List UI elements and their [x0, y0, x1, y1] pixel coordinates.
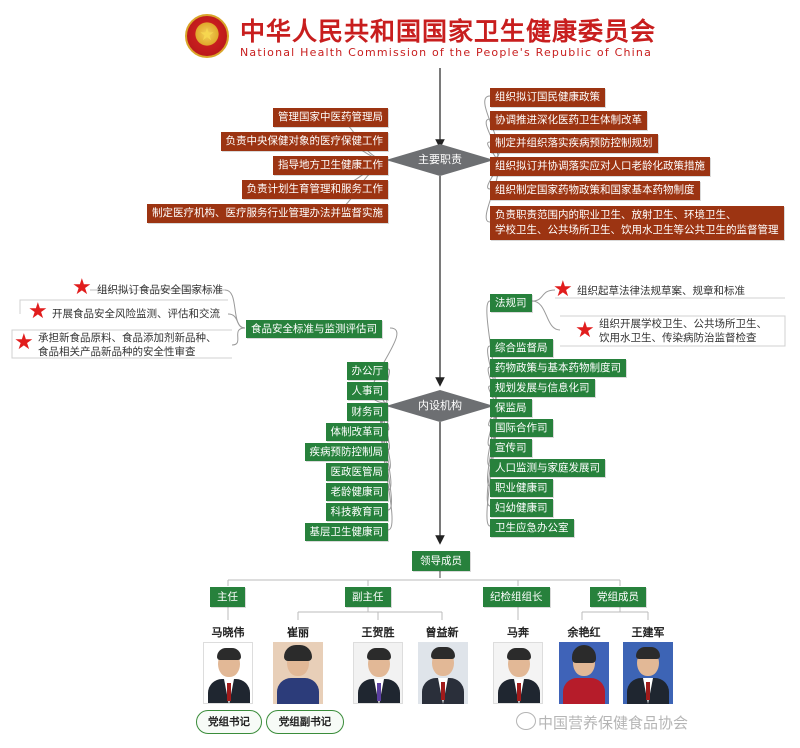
duty-left-2: 负责中央保健对象的医疗保健工作 [220, 132, 388, 151]
person-name-2: 崔丽 [287, 626, 309, 639]
star-icon: ★ [553, 277, 573, 302]
portrait-photo [203, 642, 253, 704]
party-role-secretary: 党组书记 [196, 710, 262, 734]
portrait-photo [353, 642, 403, 704]
role-party-member: 党组成员 [590, 587, 646, 607]
duty-right-6: 负责职责范围内的职业卫生、放射卫生、环境卫生、 学校卫生、公共场所卫生、饮用水卫… [490, 206, 784, 240]
dept-left-9: 基层卫生健康司 [304, 523, 388, 541]
portrait-photo [418, 642, 468, 704]
dept-right-7: 人口监测与家庭发展司 [490, 459, 605, 477]
food-note-4: 食品相关产品新品种的安全性审查 [38, 346, 196, 358]
duty-left-5: 制定医疗机构、医疗服务行业管理办法并监督实施 [147, 204, 388, 223]
dept-left-1: 办公厅 [346, 362, 388, 380]
food-note-1: 组织拟订食品安全国家标准 [97, 284, 223, 296]
star-icon: ★ [575, 318, 595, 343]
duty-right-6-line2: 学校卫生、公共场所卫生、饮用水卫生等公共卫生的监督管理 [495, 224, 779, 236]
dept-right-2: 药物政策与基本药物制度司 [490, 359, 626, 377]
national-emblem-icon: ★ [185, 14, 229, 58]
star-icon: ★ [28, 299, 48, 324]
portrait-photo [493, 642, 543, 704]
person-name-1: 马晓伟 [211, 626, 245, 639]
duty-right-5: 组织制定国家药物政策和国家基本药物制度 [490, 181, 700, 200]
duty-left-4: 负责计划生育管理和服务工作 [241, 180, 388, 199]
dept-left-5: 疾病预防控制局 [304, 443, 388, 461]
portrait-photo [559, 642, 609, 704]
duty-right-4: 组织拟订并协调落实应对人口老龄化政策措施 [490, 157, 710, 176]
dept-right-4: 保监局 [490, 399, 532, 417]
star-icon: ★ [14, 330, 34, 355]
role-discipline-head: 纪检组组长 [483, 587, 550, 607]
watermark: 中国营养保健食品协会 [538, 714, 689, 732]
duty-right-1: 组织拟订国民健康政策 [490, 88, 605, 107]
dept-right-10: 卫生应急办公室 [490, 519, 574, 537]
duty-left-3: 指导地方卫生健康工作 [273, 156, 388, 175]
role-director: 主任 [210, 587, 245, 607]
dept-left-2: 人事司 [346, 382, 388, 400]
portrait-photo [623, 642, 673, 704]
person-name-4: 曾益新 [425, 626, 459, 639]
duty-right-2: 协调推进深化医药卫生体制改革 [490, 111, 647, 130]
dept-right-1: 综合监督局 [490, 339, 553, 357]
law-note-2: 组织开展学校卫生、公共场所卫生、 [599, 318, 767, 330]
law-note-1: 组织起草法律法规草案、规章和标准 [577, 285, 745, 297]
dept-right-9: 妇幼健康司 [490, 499, 553, 517]
dept-right-6: 宣传司 [490, 439, 532, 457]
role-deputy-director: 副主任 [345, 587, 391, 607]
person-name-6: 余艳红 [567, 626, 601, 639]
food-note-3: 承担新食品原料、食品添加剂新品种、 [38, 332, 217, 344]
star-icon: ★ [72, 275, 92, 300]
dept-right-8: 职业健康司 [490, 479, 553, 497]
wechat-icon [516, 712, 536, 730]
dept-left-8: 科技教育司 [325, 503, 388, 521]
dept-legal: 法规司 [490, 294, 532, 312]
dept-food-safety: 食品安全标准与监测评估司 [246, 320, 382, 338]
duty-left-1: 管理国家中医药管理局 [273, 108, 388, 127]
dept-left-4: 体制改革司 [325, 423, 388, 441]
page-subtitle-en: National Health Commission of the People… [240, 46, 653, 59]
dept-left-6: 医政医管局 [325, 463, 388, 481]
duty-right-6-line1: 负责职责范围内的职业卫生、放射卫生、环境卫生、 [495, 209, 737, 221]
food-note-2: 开展食品安全风险监测、评估和交流 [52, 308, 220, 320]
duty-right-3: 制定并组织落实疾病预防控制规划 [490, 134, 658, 153]
leadership-label: 领导成员 [412, 551, 470, 571]
dept-left-3: 财务司 [346, 403, 388, 421]
party-role-deputy-secretary: 党组副书记 [266, 710, 344, 734]
page-title: 中华人民共和国国家卫生健康委员会 [240, 17, 657, 46]
portrait-photo [273, 642, 323, 704]
person-name-5: 马奔 [507, 626, 529, 639]
dept-right-3: 规划发展与信息化司 [490, 379, 595, 397]
dept-left-7: 老龄健康司 [325, 483, 388, 501]
person-name-3: 王贺胜 [361, 626, 395, 639]
person-name-7: 王建军 [631, 626, 665, 639]
dept-right-5: 国际合作司 [490, 419, 553, 437]
law-note-3: 饮用水卫生、传染病防治监督检查 [599, 332, 757, 344]
